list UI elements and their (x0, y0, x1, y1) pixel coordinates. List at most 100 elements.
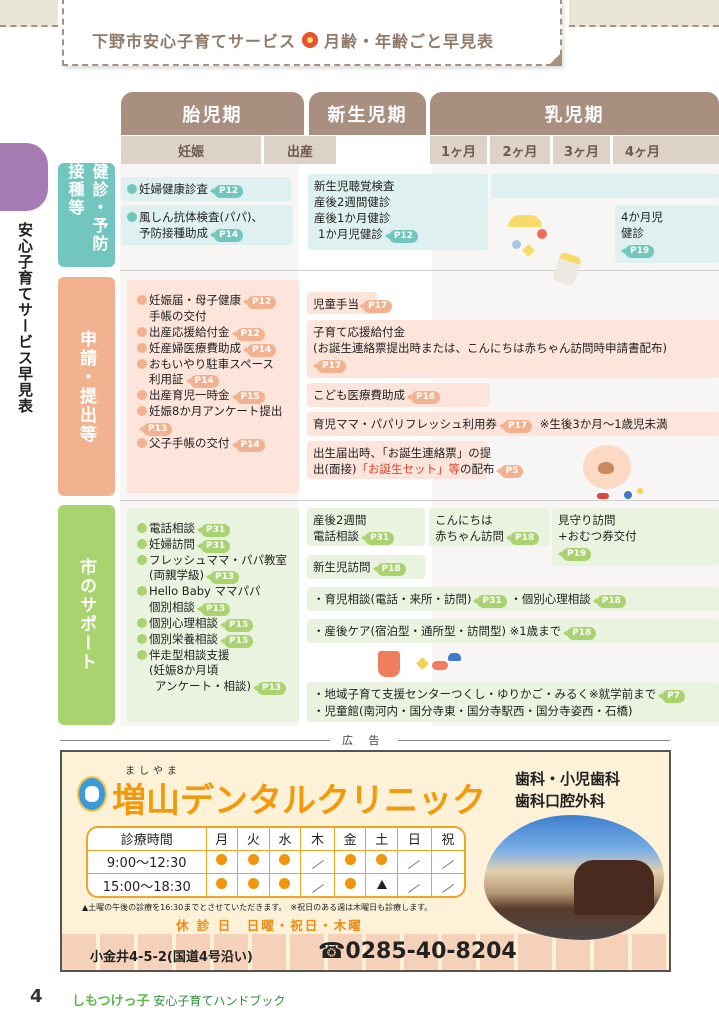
page-ref-tag[interactable]: P5 (496, 465, 524, 478)
open-dot-icon (279, 877, 291, 889)
page-ref-tag[interactable]: P14 (185, 375, 219, 388)
page-ref-tag[interactable]: P18 (505, 532, 540, 545)
row-divider (120, 500, 719, 501)
page-ref-tag[interactable]: P13 (219, 618, 254, 632)
page-ref-tag[interactable]: P12 (384, 230, 418, 243)
page-ref-tag[interactable]: P17 (358, 300, 393, 313)
bullet-dot-icon (137, 539, 147, 549)
page-ref-tag[interactable]: P16 (406, 391, 441, 404)
page-ref-tag[interactable]: P13 (205, 571, 240, 585)
side-tab-marker (0, 143, 48, 211)
open-dot-icon (247, 877, 259, 889)
page-ref-tag[interactable]: P13 (196, 602, 231, 616)
open-dot-icon (247, 854, 259, 866)
bullet-dot-icon (137, 617, 147, 628)
baby-mobile-icon (508, 215, 542, 227)
open-dot-icon (376, 854, 388, 866)
sub-birth: 出産 (264, 136, 336, 164)
clinic-phone[interactable]: ☎0285-40-8204 (318, 939, 517, 964)
sub-pregnancy: 妊娠 (121, 136, 261, 164)
page-ref-tag[interactable]: P31 (473, 595, 507, 608)
page-ref-tag[interactable]: P31 (196, 524, 231, 537)
clinic-address: 小金井4-5-2(国道4号沿い) (90, 950, 253, 965)
period-prenatal: 胎児期 (121, 92, 304, 135)
footer-brand: しもつけっ子 安心子育てハンドブック (72, 990, 285, 1009)
page-ref-tag[interactable]: P31 (360, 532, 395, 545)
tooth-logo-icon (77, 776, 107, 812)
closed-slash-icon (311, 883, 324, 893)
sub-4month: 4ヶ月 (613, 136, 719, 164)
page-ref-tag[interactable]: P18 (372, 563, 406, 576)
sub-2month: 2ヶ月 (490, 136, 550, 164)
bullet-dot-icon (137, 390, 147, 400)
page-ref-tag[interactable]: P17 (312, 360, 347, 373)
bullet-dot-icon (137, 295, 147, 305)
bullet-dot-icon (137, 358, 147, 369)
toy-mold-icon (448, 653, 461, 661)
toy-mold-icon (432, 661, 448, 670)
closed-slash-icon (441, 860, 454, 870)
page-ref-tag[interactable]: P7 (658, 690, 685, 703)
clinic-photo (484, 815, 664, 940)
page-ref-tag[interactable]: P19 (557, 548, 592, 561)
page-ref-tag[interactable]: P12 (242, 296, 277, 309)
page-ref-tag[interactable]: P13 (219, 634, 254, 648)
bullet-dot-icon (127, 212, 137, 222)
open-dot-icon (216, 854, 228, 866)
page-ref-tag[interactable]: P15 (231, 391, 265, 404)
period-newborn: 新生児期 (309, 92, 426, 135)
bullet-dot-icon (137, 555, 147, 565)
page-ref-tag[interactable]: P19 (620, 245, 655, 258)
clinic-departments: 歯科・小児歯科 歯科口腔外科 (515, 770, 621, 810)
page-ref-tag[interactable]: P14 (209, 229, 244, 242)
category-support: 市のサポート (58, 505, 115, 725)
closed-slash-icon (311, 860, 324, 870)
side-label: 安心子育てサービス早見表 (16, 222, 34, 414)
apply-support-payment: 子育て応援給付金 (お誕生連絡票提出時または、こんにちは赤ちゃん訪問時申請書配布… (307, 320, 719, 378)
closed-slash-icon (441, 883, 454, 893)
bullet-dot-icon (137, 342, 147, 353)
support-watch-visit: 見守り訪問 +おむつ券交付 P19 (552, 508, 719, 566)
page-ref-tag[interactable]: P12 (231, 327, 265, 341)
ad-label: 広 告 (330, 732, 398, 748)
bullet-dot-icon (137, 523, 147, 533)
category-health: 健診・予防接種等 (58, 163, 115, 267)
page-ref-tag[interactable]: P14 (231, 438, 265, 452)
footer-brand-name: しもつけっ子 (72, 994, 150, 1009)
page-ref-tag[interactable]: P12 (209, 185, 244, 198)
brick-pattern (62, 934, 669, 970)
page-ref-tag[interactable]: P13 (253, 681, 287, 695)
header-fold-corner (548, 52, 562, 66)
page-ref-tag[interactable]: P17 (498, 420, 533, 433)
page-title-right: 月齢・年齢ごと早見表 (324, 32, 495, 51)
page-ref-tag[interactable]: P31 (196, 540, 231, 553)
toy-bucket-icon (378, 651, 400, 677)
bullet-dot-icon (137, 649, 147, 660)
page-title-left: 下野市安心子育てサービス (92, 32, 297, 51)
mobile-ball-icon (512, 240, 521, 249)
page-ref-tag[interactable]: P14 (242, 343, 277, 357)
page-ref-tag[interactable]: P18 (563, 627, 597, 640)
page-ref-tag[interactable]: P13 (138, 422, 173, 436)
clinic-name: 増山デンタルクリニック (112, 781, 486, 821)
health-4month-checkup: 4か月児 健診 P19 (615, 205, 719, 263)
closed-slash-icon (408, 860, 421, 870)
page-ref-tag[interactable]: P18 (592, 595, 626, 608)
sub-1month: 1ヶ月 (430, 136, 487, 164)
bullet-dot-icon (137, 633, 147, 644)
bullet-dot-icon (127, 184, 137, 194)
health-infant-band (491, 174, 719, 198)
closed-days: 休 診 日 日曜・祝日・木曜 (176, 918, 363, 933)
bullet-dot-icon (137, 406, 147, 416)
hours-note: ▲土曜の午後の診療を16:30までとさせていただきます。 ※祝日のある週は木曜日… (82, 903, 433, 912)
